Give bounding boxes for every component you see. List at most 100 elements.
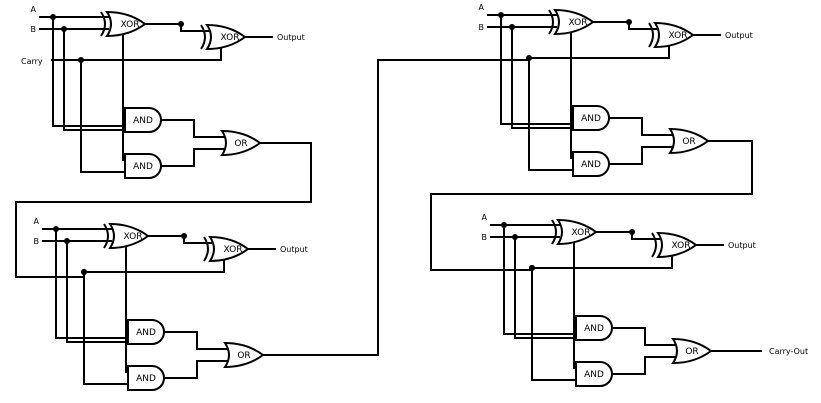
sum-output-label: Output — [728, 241, 756, 250]
carry-2-3-wire — [263, 58, 530, 356]
and-gate-1: AND — [575, 315, 613, 341]
xor1-to-and-wire — [573, 231, 632, 369]
xor1-out-wire — [148, 235, 212, 244]
and-gate-2: AND — [124, 153, 162, 179]
and-gate-1: AND — [127, 319, 165, 345]
or-gate-label: OR — [237, 351, 250, 361]
junction-dot — [501, 222, 507, 228]
a-to-and-wire — [55, 229, 128, 339]
sum-output-label: Output — [277, 33, 305, 42]
and-gate-label: AND — [584, 324, 604, 334]
junction-dot — [81, 269, 87, 275]
xor-gate-2: XOR — [203, 235, 250, 263]
and-gate-label: AND — [581, 114, 601, 124]
carry-to-xor2-wire — [84, 255, 225, 273]
and-gate-1: AND — [572, 105, 610, 131]
and-gate-label: AND — [133, 116, 153, 126]
and1-to-or-wire — [161, 119, 225, 138]
junction-dot — [53, 226, 59, 232]
carry-1-2-wire — [15, 142, 312, 278]
xor-gate-label: XOR — [221, 33, 240, 43]
input-a-label: A — [34, 217, 40, 226]
junction-dot — [509, 24, 515, 30]
and2-to-or-wire — [609, 146, 673, 165]
junction-dot — [64, 238, 70, 244]
and-gate-label: AND — [136, 328, 156, 338]
or-gate-label: OR — [234, 139, 247, 149]
junction-dot — [50, 14, 56, 20]
and-gate-1: AND — [124, 107, 162, 133]
b-to-and-wire — [63, 29, 125, 131]
xor-gate-1: XOR — [548, 8, 595, 36]
carry-in-label: Carry — [21, 57, 43, 66]
or-gate: OR — [220, 129, 262, 157]
xor-gate-label: XOR — [572, 228, 591, 238]
carry-to-and-wire — [80, 60, 125, 173]
carry-to-xor2-wire — [529, 41, 670, 59]
a-to-and-wire — [500, 15, 573, 125]
junction-dot — [498, 12, 504, 18]
or-gate: OR — [223, 341, 265, 369]
input-b-label: B — [31, 25, 37, 34]
and1-to-or-wire — [609, 117, 673, 136]
and2-to-or-wire — [612, 356, 676, 375]
and-gate-2: AND — [127, 365, 165, 391]
and2-to-or-wire — [161, 148, 225, 167]
junction-dot — [181, 233, 187, 239]
xor-gate-1: XOR — [100, 10, 147, 38]
a-to-and-wire — [503, 225, 576, 335]
junction-dot — [626, 19, 632, 25]
xor-gate-2: XOR — [200, 23, 247, 51]
or-gate-label: OR — [685, 347, 698, 357]
junction-dot — [178, 21, 184, 27]
xor-gate-label: XOR — [224, 245, 243, 255]
carry-out-label: Carry-Out — [769, 347, 808, 356]
xor-gate-2: XOR — [648, 21, 695, 49]
and1-to-or-wire — [612, 327, 676, 346]
input-b-label: B — [479, 23, 485, 32]
xor-gate-label: XOR — [672, 241, 691, 251]
xor1-to-and-wire — [122, 23, 181, 161]
xor-gate-label: XOR — [669, 31, 688, 41]
junction-dot — [629, 229, 635, 235]
b-to-and-wire — [511, 27, 573, 129]
carry-to-and-wire — [83, 272, 128, 385]
sum-output-label: Output — [725, 31, 753, 40]
junction-dot — [78, 57, 84, 63]
or-gate: OR — [668, 127, 710, 155]
and-gate-label: AND — [133, 162, 153, 172]
xor-gate-label: XOR — [569, 18, 588, 28]
carry-to-and-wire — [531, 268, 576, 381]
sum-output-label: Output — [280, 245, 308, 254]
b-to-and-wire — [66, 241, 128, 343]
input-b-label: B — [482, 233, 488, 242]
b-to-and-wire — [514, 237, 576, 339]
xor-gate-label: XOR — [124, 232, 143, 242]
xor1-to-and-wire — [125, 235, 184, 373]
junction-dot — [61, 26, 67, 32]
or-gate-label: OR — [682, 137, 695, 147]
input-a-label: A — [479, 3, 485, 12]
junction-dot — [529, 265, 535, 271]
and2-to-or-wire — [164, 360, 228, 379]
or-gate: OR — [671, 337, 713, 365]
and-gate-2: AND — [575, 361, 613, 387]
xor1-out-wire — [145, 23, 209, 32]
xor-gate-1: XOR — [551, 218, 598, 246]
xor1-out-wire — [596, 231, 660, 240]
and1-to-or-wire — [164, 331, 228, 350]
xor-gate-1: XOR — [103, 222, 150, 250]
and-gate-label: AND — [581, 160, 601, 170]
xor1-to-and-wire — [570, 21, 629, 159]
input-a-label: A — [31, 5, 37, 14]
and-gate-label: AND — [584, 370, 604, 380]
input-b-label: B — [34, 237, 40, 246]
xor-gate-2: XOR — [651, 231, 698, 259]
a-to-and-wire — [52, 17, 125, 127]
xor1-out-wire — [593, 21, 657, 30]
input-a-label: A — [482, 213, 488, 222]
carry-to-xor2-wire — [81, 43, 222, 61]
carry-to-xor2-wire — [532, 251, 673, 269]
carry-to-and-wire — [528, 58, 573, 171]
